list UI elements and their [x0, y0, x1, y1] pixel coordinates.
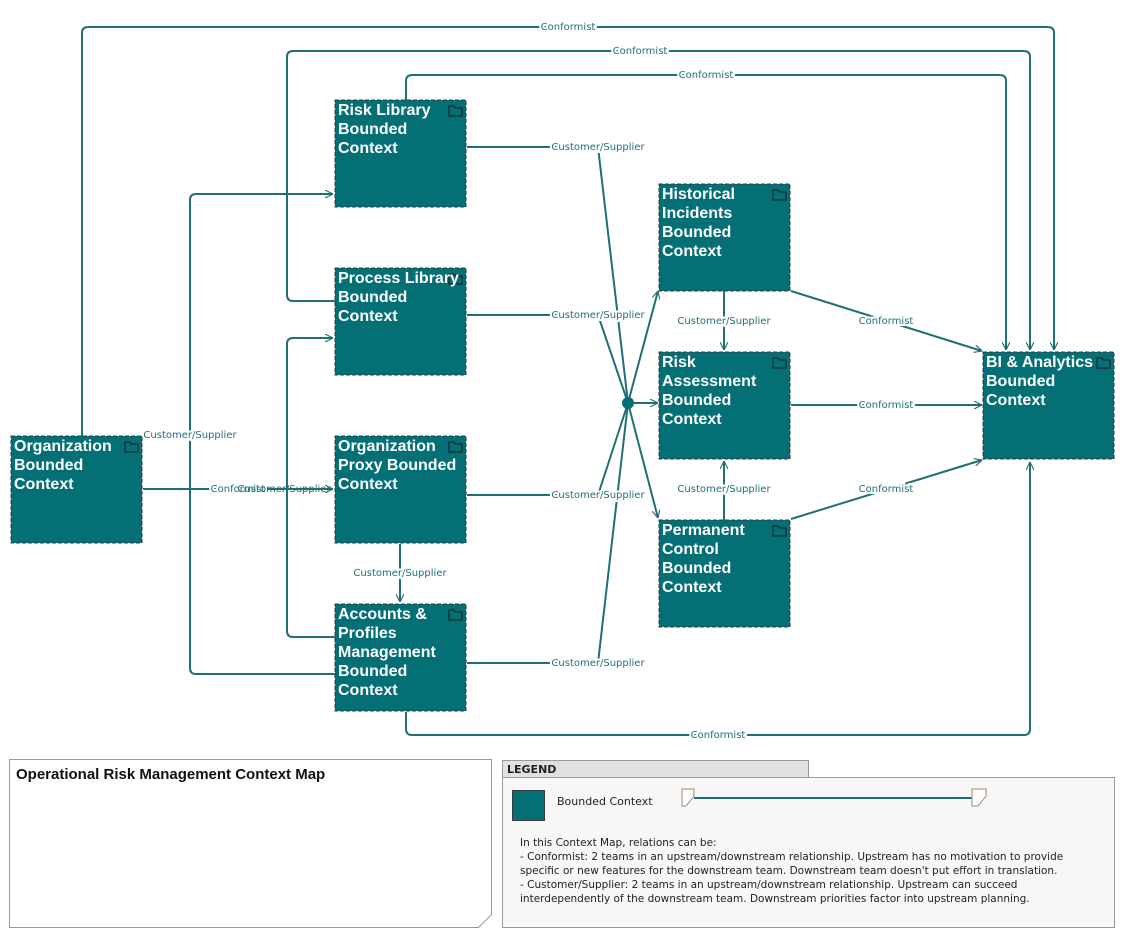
permanent-control-context-box[interactable]: [658, 519, 791, 628]
cs-accounts-to-process-library-line: [286, 338, 335, 638]
organization-context-name: Organization Bounded Context: [14, 438, 112, 493]
label-conformist: Conformist: [859, 484, 914, 495]
conformist-historical-to-bi-line: [790, 290, 982, 351]
risk-library-context-name: Risk Library Bounded Context: [338, 102, 431, 157]
connector-end-icon: [971, 788, 987, 807]
folder-icon: [772, 189, 787, 201]
bounded-context-swatch: [512, 790, 545, 821]
permanent-control-context-name: Permanent Control Bounded Context: [662, 522, 745, 596]
cs-proxy-to-hub-line: [467, 402, 629, 496]
label-customer-supplier: Customer/Supplier: [677, 484, 771, 495]
label-conformist: Conformist: [859, 400, 914, 411]
risk-assessment-context-name: Risk Assessment Bounded Context: [662, 354, 757, 428]
label-conformist: Conformist: [691, 730, 746, 741]
accounts-profiles-context-box[interactable]: [334, 603, 467, 712]
cs-accounts-to-hub-line: [467, 402, 629, 664]
process-library-context-name: Process Library Bounded Context: [338, 270, 459, 325]
diagram-title: Operational Risk Management Context Map: [16, 766, 326, 783]
legend-line: - Conformist: 2 teams in an upstream/dow…: [520, 851, 1064, 863]
label-customer-supplier: Customer/Supplier: [551, 490, 645, 501]
folder-icon: [772, 357, 787, 369]
folder-icon: [448, 609, 463, 621]
conformist-permanent-to-bi-line: [790, 460, 982, 520]
label-conformist: Conformist: [613, 46, 668, 57]
bi-analytics-context-box[interactable]: [982, 351, 1115, 460]
label-customer-supplier: Customer/Supplier: [677, 316, 771, 327]
folder-icon: [124, 441, 139, 453]
cs-accounts-to-risk-library-line: [189, 194, 335, 675]
hub-to-historical-line: [627, 291, 658, 404]
cs-risk-library-to-hub-line: [467, 146, 629, 404]
legend-line: specific or new features for the downstr…: [520, 865, 1058, 877]
historical-incidents-context-name: Historical Incidents Bounded Context: [662, 186, 735, 260]
title-note: Operational Risk Management Context Map: [9, 759, 492, 928]
label-conformist: Conformist: [211, 484, 266, 495]
risk-assessment-context-box[interactable]: [658, 351, 791, 460]
label-customer-supplier: Customer/Supplier: [143, 430, 237, 441]
legend-line: - Customer/Supplier: 2 teams in an upstr…: [520, 879, 1018, 891]
legend-header: LEGEND: [502, 760, 809, 778]
legend-intro: In this Context Map, relations can be:: [520, 837, 717, 849]
folder-icon: [448, 105, 463, 117]
label-customer-supplier: Customer/Supplier: [551, 142, 645, 153]
label-customer-supplier: Customer/Supplier: [551, 658, 645, 669]
conformist-process-library-to-bi-line: [286, 50, 1030, 350]
folder-icon: [772, 525, 787, 537]
label-customer-supplier: Customer/Supplier: [237, 484, 331, 495]
folder-icon: [1096, 357, 1111, 369]
bi-analytics-context-name: BI & Analytics Bounded Context: [986, 354, 1093, 409]
legend-description: In this Context Map, relations can be: -…: [520, 836, 1105, 906]
note-corner-icon: [478, 914, 492, 928]
label-customer-supplier: Customer/Supplier: [551, 310, 645, 321]
conformist-organization-to-bi-line: [81, 26, 1054, 436]
legend-panel: Bounded Context In this Context Map, rel…: [502, 777, 1115, 928]
label-conformist: Conformist: [859, 316, 914, 327]
legend-connector-sample: [681, 788, 987, 807]
organization-proxy-context-box[interactable]: [334, 435, 467, 544]
hub-to-permanent-control-line: [627, 402, 658, 518]
label-customer-supplier: Customer/Supplier: [353, 568, 447, 579]
bounded-context-swatch-label: Bounded Context: [557, 795, 653, 808]
folder-icon: [448, 441, 463, 453]
risk-library-context-box[interactable]: [334, 99, 467, 208]
organization-context-box[interactable]: [10, 435, 143, 544]
legend-header-label: LEGEND: [507, 763, 557, 776]
conformist-risk-library-to-bi-line: [405, 74, 1006, 350]
organization-proxy-context-name: Organization Proxy Bounded Context: [338, 438, 457, 493]
label-conformist: Conformist: [541, 22, 596, 33]
conformist-accounts-to-bi-line: [405, 462, 1030, 736]
process-library-context-box[interactable]: [334, 267, 467, 376]
label-conformist: Conformist: [679, 70, 734, 81]
legend-line: interdependently of the downstream team.…: [520, 893, 1030, 905]
folder-icon: [448, 273, 463, 285]
cs-process-library-to-hub-line: [467, 314, 629, 404]
connector-start-icon: [681, 788, 695, 807]
accounts-profiles-context-name: Accounts & Profiles Management Bounded C…: [338, 606, 436, 699]
relation-hub-node: [622, 397, 634, 409]
historical-incidents-context-box[interactable]: [658, 183, 791, 292]
